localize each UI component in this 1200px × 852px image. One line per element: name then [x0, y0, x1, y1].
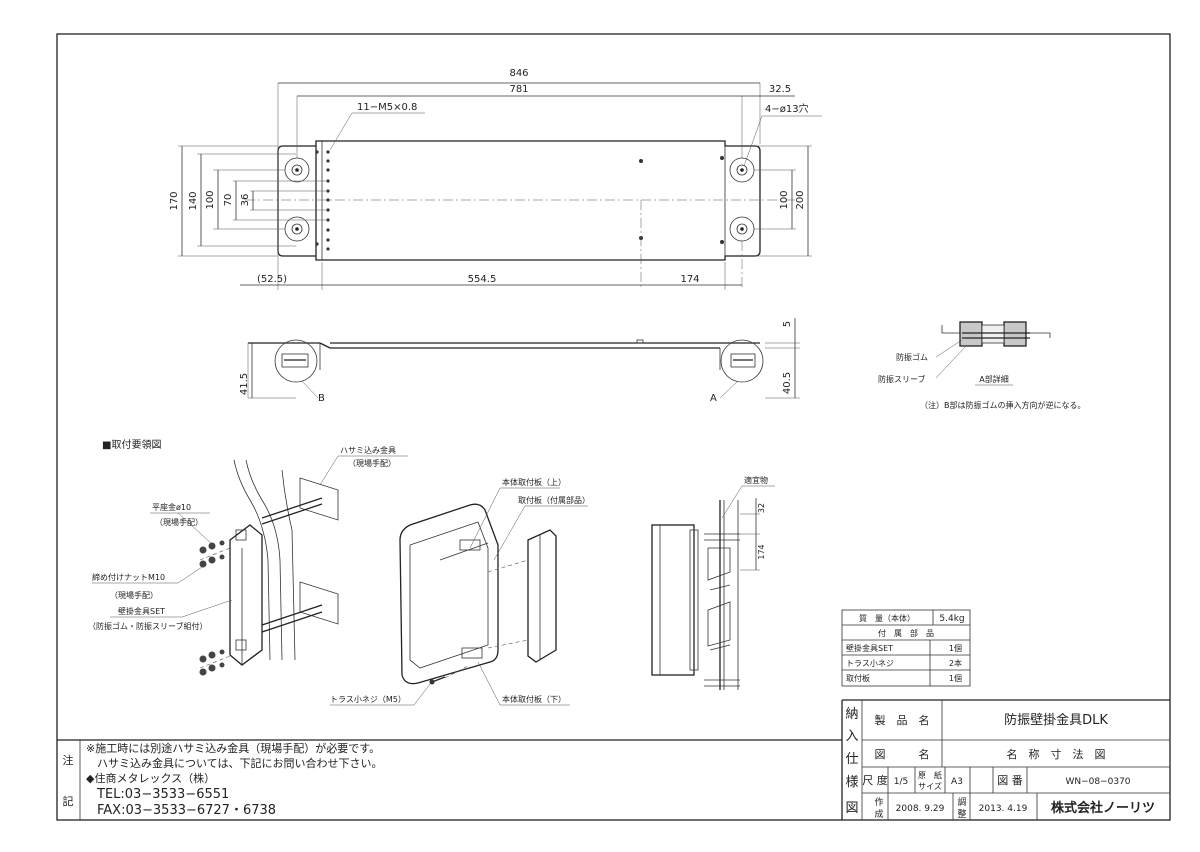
- note-line: ◆住商メタレックス（株）: [86, 771, 215, 785]
- suitable-label: 適宜物: [744, 475, 768, 485]
- part-name: トラス小ネジ: [846, 659, 894, 668]
- dim-140: 140: [188, 191, 199, 210]
- scale-value: 1/5: [894, 777, 908, 787]
- paper-label: サイズ: [918, 781, 942, 791]
- detail-title: A部詳細: [979, 374, 1008, 384]
- left-ear-outline: [277, 145, 316, 257]
- rubber-label: 防振ゴム: [896, 352, 928, 362]
- tapped-holes-label: 11−M5×0.8: [357, 102, 417, 113]
- part-qty: 2本: [949, 658, 962, 668]
- top-view: 846 781 32.5 11−M5×0.8 4−ø13穴 170 140 10…: [169, 68, 822, 290]
- detail-note: （注）B部は防振ゴムの挿入方向が逆になる。: [920, 400, 1086, 410]
- note-line: ハサミ込み金具については、下記にお問い合わせ下さい。: [97, 756, 382, 770]
- dim-781: 781: [509, 84, 528, 95]
- mass-value: 5.4kg: [939, 614, 964, 624]
- spec-side-title: 入: [845, 729, 858, 744]
- paper-value: A3: [951, 777, 963, 787]
- dim-174: 174: [680, 274, 699, 285]
- drawing-label: 図 名: [875, 747, 930, 761]
- dim-554-5: 554.5: [468, 274, 497, 285]
- tapped-holes: [315, 150, 724, 251]
- sleeve-label: 防振スリーブ: [878, 374, 926, 384]
- part-qty: 1個: [949, 643, 962, 653]
- note-fax: FAX:03−3533−6727・6738: [97, 803, 276, 818]
- bracket-set-label: 壁掛金具SET: [118, 606, 165, 616]
- note-line: ※施工時には別途ハサミ込み金具（現場手配）が必要です。: [86, 741, 380, 755]
- title-block: 納 入 仕 様 図 製 品 名 防振壁掛金具DLK 図 名 名 称 寸 法 図 …: [841, 699, 1170, 820]
- plate-bottom-label: 本体取付板（下）: [502, 694, 566, 704]
- dim-70: 70: [223, 194, 234, 207]
- revision-date: 2013. 4.19: [979, 804, 1028, 814]
- washer-label: 平座金ø10: [152, 502, 191, 512]
- installation-diagram: ■取付要領図 ハサミ込み金具 （現場手配）: [88, 438, 775, 706]
- plate-top-label: 本体取付板（上）: [502, 477, 566, 487]
- spec-side-title: 様: [845, 775, 858, 790]
- dim-100-right: 100: [779, 190, 790, 209]
- accessories-heading: 付 属 部 品: [878, 628, 934, 638]
- hasami-label: ハサミ込み金具: [340, 445, 396, 455]
- dim-200: 200: [795, 190, 806, 209]
- callout-b-circle: [274, 339, 318, 383]
- drawing-number: WN−08−0370: [1065, 777, 1130, 787]
- paper-label: 原 紙: [918, 770, 942, 780]
- dim-52-5: (52.5): [257, 274, 287, 285]
- notes-side-title: 注: [63, 753, 74, 767]
- part-qty: 1個: [949, 673, 962, 683]
- dim-32: 32: [757, 503, 766, 513]
- dim-41-5: 41.5: [239, 373, 250, 395]
- product-label: 製 品 名: [875, 713, 930, 727]
- scale-label: 尺 度: [862, 773, 888, 787]
- hasami-sub: （現場手配）: [348, 458, 396, 468]
- number-label: 図 番: [997, 774, 1023, 787]
- callout-a: A: [710, 393, 717, 404]
- drawing-value: 名 称 寸 法 図: [1007, 747, 1106, 761]
- dim-40-5: 40.5: [782, 372, 793, 394]
- notes-side-title: 記: [63, 794, 74, 808]
- dim-174-install: 174: [757, 544, 766, 559]
- notes-block: 注 記 ※施工時には別途ハサミ込み金具（現場手配）が必要です。 ハサミ込み金具に…: [57, 739, 842, 820]
- drawing-frame: [56, 33, 1171, 821]
- spec-side-title: 図: [845, 801, 858, 816]
- dim-32-5: 32.5: [769, 84, 791, 95]
- part-name: 取付板: [846, 673, 870, 683]
- company-name: 株式会社ノーリツ: [1051, 800, 1155, 816]
- callout-b: B: [318, 393, 325, 404]
- made-label: 成: [874, 808, 883, 820]
- plate-attach-label: 取付板（付属部品）: [518, 495, 590, 505]
- plate-outline: [315, 140, 761, 261]
- mount-holes-label: 4−ø13穴: [765, 102, 809, 115]
- made-label: 作: [874, 796, 883, 808]
- detail-a: 防振ゴム 防振スリーブ A部詳細 （注）B部は防振ゴムの挿入方向が逆になる。: [878, 321, 1086, 410]
- dim-100-left: 100: [205, 190, 216, 209]
- bracket-set-sub: （防振ゴム・防振スリーブ組付）: [88, 621, 208, 631]
- side-view: B A 41.5 5 40.5: [239, 318, 800, 404]
- dim-170: 170: [169, 191, 180, 210]
- mass-label: 質 量（本体）: [859, 613, 915, 623]
- product-value: 防振壁掛金具DLK: [1004, 712, 1108, 728]
- truss-screw-label: トラス小ネジ（M5）: [330, 695, 406, 704]
- revision-label: 調: [957, 796, 966, 808]
- dim-5: 5: [782, 321, 793, 327]
- install-heading: ■取付要領図: [102, 438, 161, 451]
- note-tel: TEL:03−3533−6551: [96, 787, 229, 802]
- callout-a-circle: [720, 339, 764, 383]
- spec-side-title: 納: [845, 707, 858, 722]
- revision-label: 整: [957, 808, 966, 820]
- nut-label: 締め付けナットM10: [92, 572, 165, 582]
- washer-sub: （現場手配）: [155, 517, 203, 527]
- dim-846: 846: [509, 68, 528, 79]
- made-date: 2008. 9.29: [896, 804, 945, 814]
- parts-table: 質 量（本体） 5.4kg 付 属 部 品 壁掛金具SET 1個 トラス小ネジ …: [841, 609, 971, 687]
- dim-36: 36: [240, 194, 251, 207]
- part-name: 壁掛金具SET: [846, 643, 893, 653]
- nut-sub: （現場手配）: [110, 590, 158, 600]
- mount-hole: [284, 157, 755, 242]
- spec-side-title: 仕: [845, 752, 858, 767]
